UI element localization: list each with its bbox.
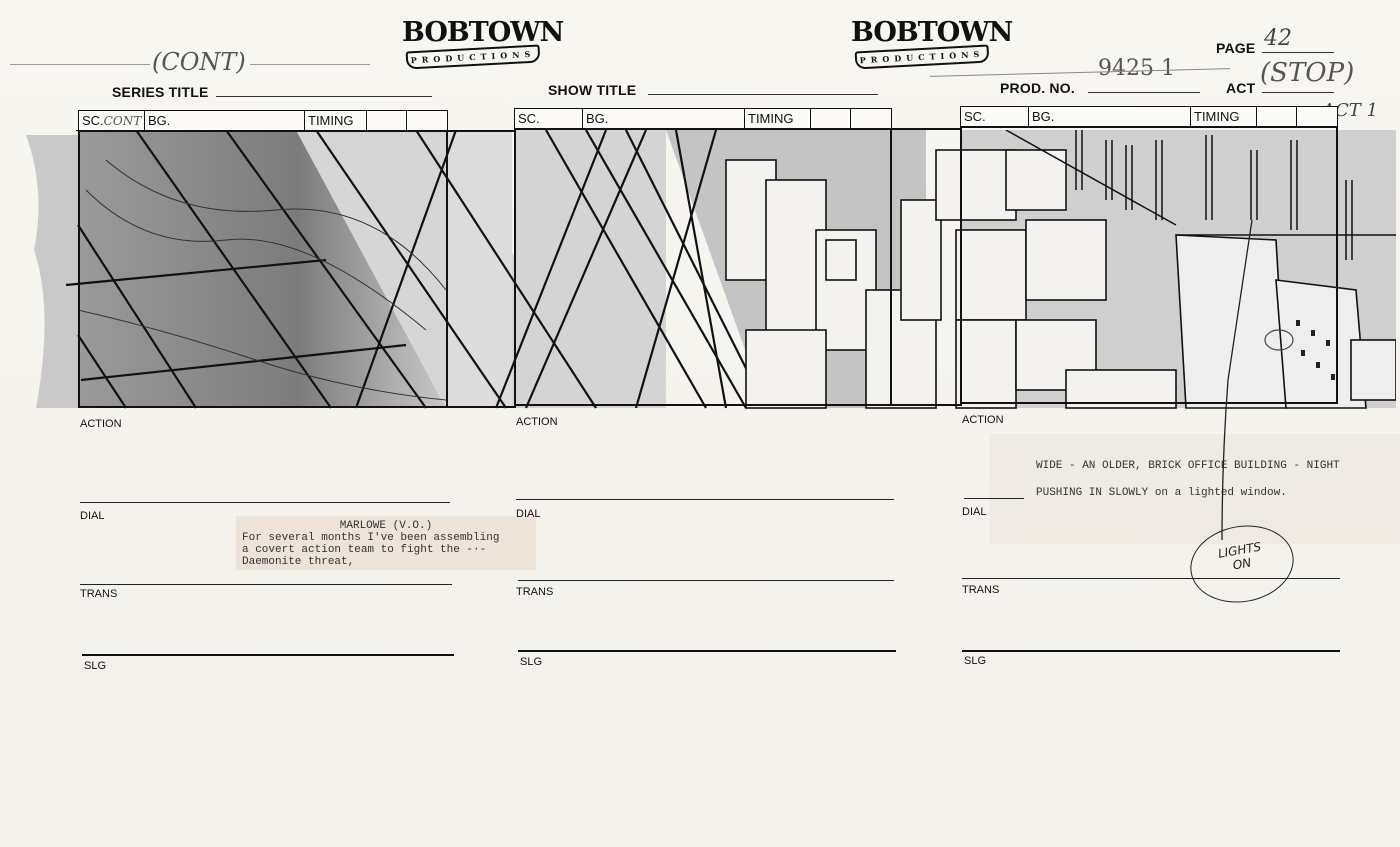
prod-no-value: 9425 1 xyxy=(1098,56,1175,81)
stop-arrow-line xyxy=(930,68,1230,77)
act-label: ACT xyxy=(1226,80,1256,96)
bg-label: BG. xyxy=(1032,109,1055,124)
frame-2-sc[interactable]: SC. xyxy=(515,109,583,129)
bobtown-logo-right: BOBTOWN PRODUCTIONS xyxy=(851,17,1013,70)
act-field[interactable] xyxy=(1262,92,1334,93)
frame-3-timing-box-1[interactable] xyxy=(1257,107,1297,127)
logo-text: BOBTOWN xyxy=(851,17,1013,48)
frame-3-trans-line[interactable] xyxy=(962,650,1340,652)
cont-handwritten-note: (CONT) xyxy=(152,48,246,76)
show-title-label: SHOW TITLE xyxy=(548,82,637,98)
frame-2-dial-label: DIAL xyxy=(516,508,541,520)
frame-2-trans-label: TRANS xyxy=(516,586,554,598)
dialogue-speaker: MARLOWE (V.O.) xyxy=(339,520,433,532)
sc-label: SC. xyxy=(964,109,986,124)
frame-1-bg[interactable]: BG. xyxy=(145,111,305,131)
page-field[interactable] xyxy=(1262,52,1334,53)
prod-no-label: PROD. NO. xyxy=(1000,80,1075,96)
page-value: 42 xyxy=(1264,26,1292,51)
dialogue-text: For several months I've been assembling … xyxy=(242,532,500,568)
frame-2-slg-label: SLG xyxy=(520,656,543,668)
frame-3-dial-line[interactable] xyxy=(962,578,1340,579)
bg-label: BG. xyxy=(586,111,609,126)
frame-1-dial-line[interactable] xyxy=(80,584,452,585)
frame-1-trans-label: TRANS xyxy=(80,588,118,600)
cont-arrow-line-right xyxy=(250,64,370,65)
show-title-field[interactable] xyxy=(648,94,878,95)
frame-3-action-line[interactable] xyxy=(964,498,1024,499)
frame-2-timing[interactable]: TIMING xyxy=(745,109,811,129)
frame-1-dialogue-paste: MARLOWE (V.O.)For several months I've be… xyxy=(236,516,536,570)
timing-label: TIMING xyxy=(1194,109,1240,124)
action-line-1: WIDE - AN OLDER, BRICK OFFICE BUILDING -… xyxy=(1036,460,1340,472)
frame-2-header: SC. BG. TIMING xyxy=(514,108,892,129)
frame-1-slg-label: SLG xyxy=(84,660,107,672)
frame-3-dial-label: DIAL xyxy=(962,506,987,518)
sc-value: CONT xyxy=(103,114,142,128)
frame-3-panel[interactable] xyxy=(960,126,1338,404)
frame-3-trans-label: TRANS xyxy=(962,584,1000,596)
bg-label: BG. xyxy=(148,113,171,128)
cont-arrow-line-left xyxy=(10,64,150,65)
frame-3-action-label: ACTION xyxy=(962,414,1004,426)
frame-2-action-line[interactable] xyxy=(516,499,894,500)
frame-1-sc[interactable]: SC.CONT xyxy=(79,111,145,131)
frame-3-slg-label: SLG xyxy=(964,655,987,667)
frame-3-timing-box-2[interactable] xyxy=(1297,107,1337,127)
frame-1-timing-box-2[interactable] xyxy=(407,111,447,131)
bobtown-logo-left: BOBTOWN PRODUCTIONS xyxy=(402,17,564,70)
frame-3-action-paste: WIDE - AN OLDER, BRICK OFFICE BUILDING -… xyxy=(990,434,1400,544)
frame-2-action-label: ACTION xyxy=(516,416,558,428)
frame-gap-2 xyxy=(890,128,962,406)
frame-1-timing-box-1[interactable] xyxy=(367,111,407,131)
frame-3-header: SC. BG. TIMING xyxy=(960,106,1338,127)
frame-1-panel[interactable] xyxy=(78,130,448,408)
page-label: PAGE xyxy=(1216,40,1256,56)
frame-3-sc[interactable]: SC. xyxy=(961,107,1029,127)
frame-2-timing-box-1[interactable] xyxy=(811,109,851,129)
timing-label: TIMING xyxy=(308,113,354,128)
series-title-field[interactable] xyxy=(216,96,432,97)
logo-subtext: PRODUCTIONS xyxy=(405,44,541,70)
timing-label: TIMING xyxy=(748,111,794,126)
frame-3-bg[interactable]: BG. xyxy=(1029,107,1191,127)
frame-3-timing[interactable]: TIMING xyxy=(1191,107,1257,127)
act-value: (STOP) xyxy=(1260,58,1355,88)
frame-2-dial-line[interactable] xyxy=(518,580,894,581)
frame-1-dial-label: DIAL xyxy=(80,510,105,522)
action-line-2: PUSHING IN SLOWLY on a lighted window. xyxy=(1036,487,1287,499)
frame-1-trans-line[interactable] xyxy=(82,654,454,656)
frame-1-timing[interactable]: TIMING xyxy=(305,111,367,131)
frame-2-timing-box-2[interactable] xyxy=(851,109,891,129)
logo-text: BOBTOWN xyxy=(402,17,564,48)
sc-label: SC. xyxy=(82,113,104,128)
logo-subtext: PRODUCTIONS xyxy=(854,44,990,70)
series-title-label: SERIES TITLE xyxy=(112,84,209,100)
frame-1-action-label: ACTION xyxy=(80,418,122,430)
frame-1-header: SC.CONT BG. TIMING xyxy=(78,110,448,131)
frame-1-action-line[interactable] xyxy=(80,502,450,503)
frame-2-trans-line[interactable] xyxy=(518,650,896,652)
frame-2-panel[interactable] xyxy=(514,128,892,406)
sc-label: SC. xyxy=(518,111,540,126)
frame-gap-1 xyxy=(446,130,516,408)
frame-2-bg[interactable]: BG. xyxy=(583,109,745,129)
prod-no-field[interactable] xyxy=(1088,92,1200,93)
